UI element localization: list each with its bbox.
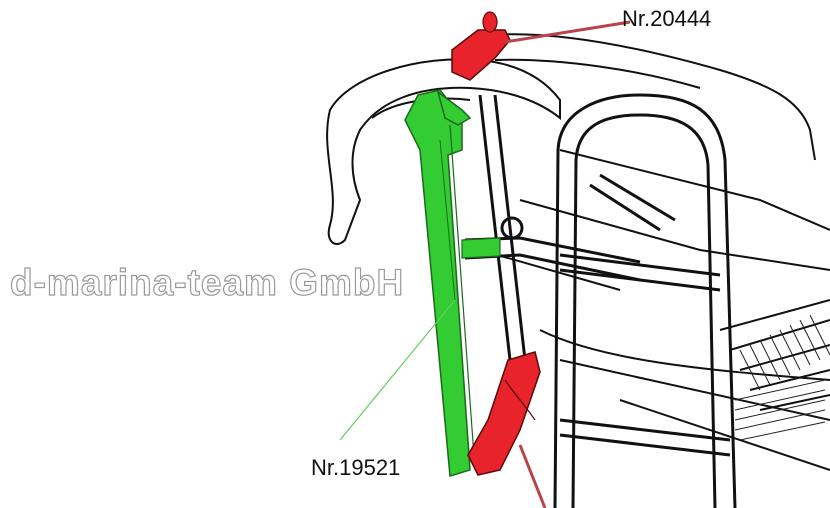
hull-outline [326, 33, 830, 471]
part-label-top: Nr.20444 [622, 6, 712, 31]
net-hatching [734, 314, 830, 441]
leader-line-bottom-red [518, 444, 547, 508]
leader-line-bottom-green [339, 299, 456, 441]
leader-line-top [504, 20, 631, 44]
part-label-bottom: Nr.19521 [311, 455, 401, 480]
green-bracket-part [404, 89, 501, 477]
red-clamp-top [451, 11, 511, 81]
watermark-text: d-marina-team GmbH [9, 261, 405, 303]
red-clamp-bottom [467, 351, 541, 476]
